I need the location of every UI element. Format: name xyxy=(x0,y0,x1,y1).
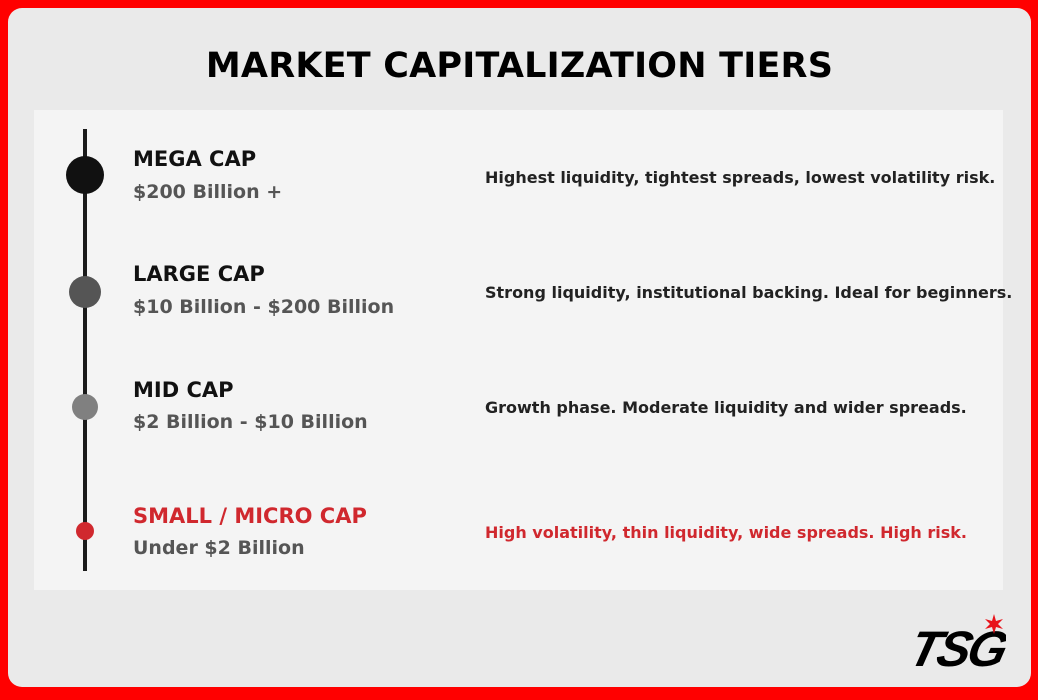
infographic-card: MARKET CAPITALIZATION TIERS MEGA CAP $20… xyxy=(8,8,1031,687)
tier-name-mega: MEGA CAP xyxy=(133,147,257,171)
tier-name-mid: MID CAP xyxy=(133,378,234,402)
tier-name-large: LARGE CAP xyxy=(133,262,265,286)
tier-range-small-micro: Under $2 Billion xyxy=(133,537,305,559)
tier-marker-small-micro xyxy=(76,522,94,540)
tier-marker-large xyxy=(69,276,101,308)
page-title: MARKET CAPITALIZATION TIERS xyxy=(205,46,834,86)
tier-description-mid: Growth phase. Moderate liquidity and wid… xyxy=(485,398,967,417)
tier-description-mega: Highest liquidity, tightest spreads, low… xyxy=(485,168,996,187)
tier-description-small-micro: High volatility, thin liquidity, wide sp… xyxy=(485,523,967,542)
tier-range-mid: $2 Billion - $10 Billion xyxy=(133,411,368,433)
tier-marker-mid xyxy=(72,394,98,420)
svg-text:TSG: TSG xyxy=(906,621,1006,674)
tier-description-large: Strong liquidity, institutional backing.… xyxy=(485,283,1013,302)
tier-range-large: $10 Billion - $200 Billion xyxy=(133,296,395,318)
timeline-line xyxy=(83,129,87,571)
tier-range-mega: $200 Billion + xyxy=(133,181,283,203)
tier-name-small-micro: SMALL / MICRO CAP xyxy=(133,504,367,528)
tiers-panel xyxy=(34,110,1003,590)
tsg-logo-icon: TSG xyxy=(906,614,1006,674)
tier-marker-mega xyxy=(66,156,104,194)
